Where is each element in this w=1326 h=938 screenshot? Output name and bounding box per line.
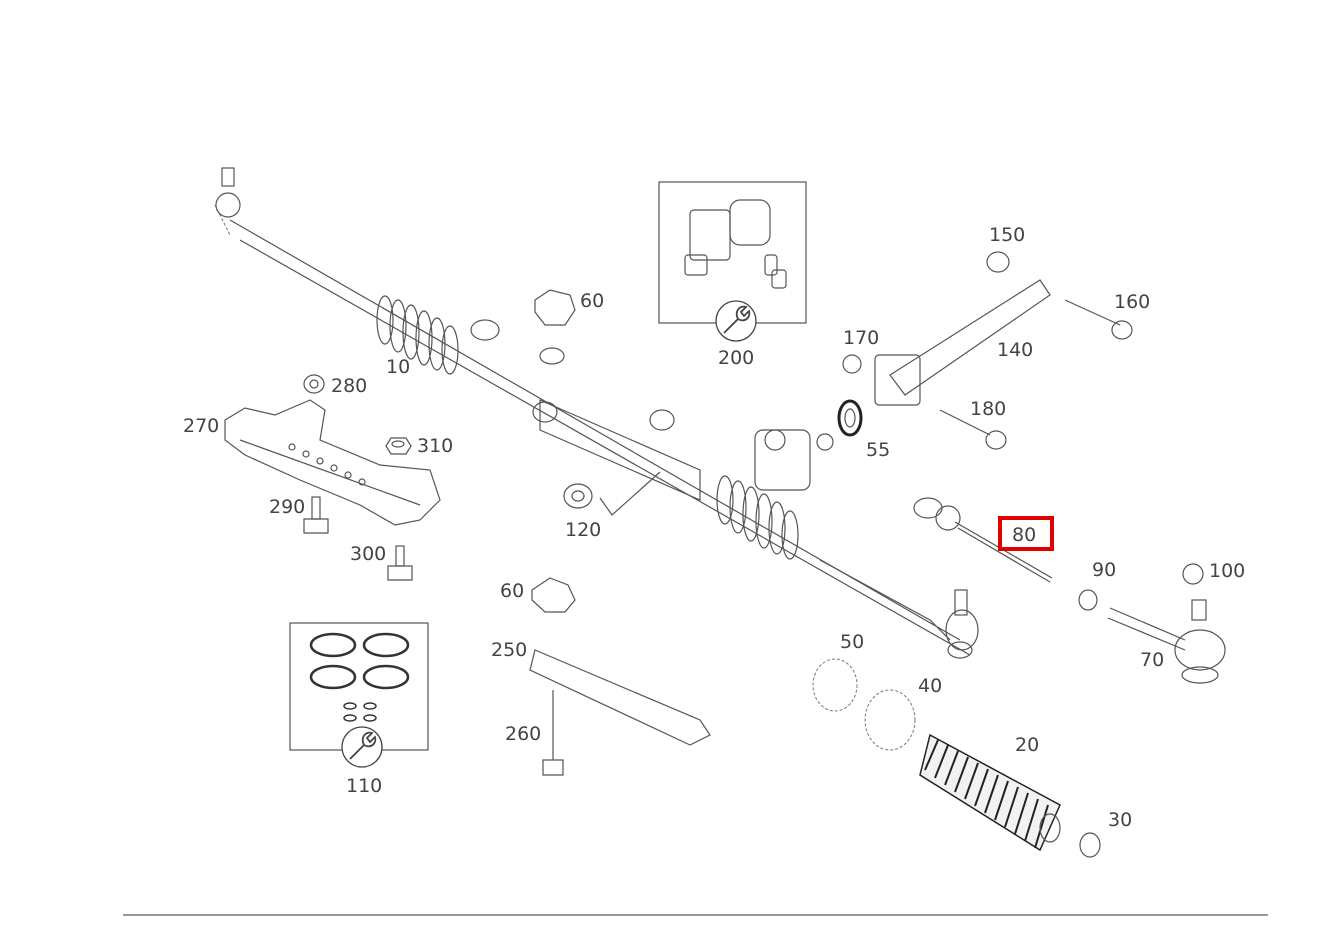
kit-box-200[interactable] xyxy=(658,181,807,342)
bolt-120[interactable] xyxy=(563,471,661,516)
highlight-box xyxy=(998,516,1054,551)
callout-10[interactable]: 10 xyxy=(386,356,410,378)
callout-280[interactable]: 280 xyxy=(331,375,367,397)
wrench-icon xyxy=(341,726,383,768)
bolt-300[interactable] xyxy=(387,545,413,581)
callout-20[interactable]: 20 xyxy=(1015,734,1039,756)
callout-70[interactable]: 70 xyxy=(1140,649,1164,671)
mount-60-upper[interactable] xyxy=(534,289,576,365)
clamp-30[interactable] xyxy=(1079,832,1101,858)
callout-150[interactable]: 150 xyxy=(989,224,1025,246)
callout-310[interactable]: 310 xyxy=(417,435,453,457)
callout-160[interactable]: 160 xyxy=(1114,291,1150,313)
nut-280[interactable] xyxy=(303,374,325,394)
clamp-50[interactable] xyxy=(812,658,858,712)
callout-110[interactable]: 110 xyxy=(346,775,382,797)
callout-labels: 10 20 30 40 50 55 60 60 70 80 90 100 110… xyxy=(183,224,1245,831)
callout-270[interactable]: 270 xyxy=(183,415,219,437)
nut-150[interactable] xyxy=(986,251,1010,273)
callout-90[interactable]: 90 xyxy=(1092,559,1116,581)
nut-170[interactable] xyxy=(842,354,862,374)
callout-300[interactable]: 300 xyxy=(350,543,386,565)
callout-180[interactable]: 180 xyxy=(970,398,1006,420)
callout-170[interactable]: 170 xyxy=(843,327,879,349)
bolt-160[interactable] xyxy=(1064,299,1133,340)
nut-310[interactable] xyxy=(385,437,412,455)
clamp-40[interactable] xyxy=(864,689,916,751)
tie-rod-140[interactable] xyxy=(874,279,1051,406)
callout-60-lower[interactable]: 60 xyxy=(500,580,524,602)
callout-40[interactable]: 40 xyxy=(918,675,942,697)
callout-100[interactable]: 100 xyxy=(1209,560,1245,582)
bolt-290[interactable] xyxy=(303,496,329,534)
kit-box-110[interactable] xyxy=(289,622,429,768)
callout-250[interactable]: 250 xyxy=(491,639,527,661)
bracket-250[interactable] xyxy=(529,649,711,746)
callout-120[interactable]: 120 xyxy=(565,519,601,541)
callout-140[interactable]: 140 xyxy=(997,339,1033,361)
bellows-20[interactable] xyxy=(919,733,1061,852)
callout-290[interactable]: 290 xyxy=(269,496,305,518)
callout-30[interactable]: 30 xyxy=(1108,809,1132,831)
nut-90[interactable] xyxy=(1078,589,1098,611)
callout-60-upper[interactable]: 60 xyxy=(580,290,604,312)
mount-60-lower[interactable] xyxy=(531,577,576,613)
callout-55[interactable]: 55 xyxy=(866,439,890,461)
crossmember-270[interactable] xyxy=(224,399,441,526)
callout-50[interactable]: 50 xyxy=(840,631,864,653)
wrench-icon xyxy=(715,300,757,342)
callout-260[interactable]: 260 xyxy=(505,723,541,745)
bolt-180[interactable] xyxy=(939,409,1007,450)
callout-80[interactable]: 80 xyxy=(1012,524,1036,546)
steering-rack-10[interactable] xyxy=(214,167,979,659)
bolt-260[interactable] xyxy=(542,690,564,776)
seal-55[interactable] xyxy=(837,399,863,437)
nut-100[interactable] xyxy=(1182,563,1204,585)
tie-rod-end-70[interactable] xyxy=(1107,599,1226,684)
callout-200[interactable]: 200 xyxy=(718,347,754,369)
